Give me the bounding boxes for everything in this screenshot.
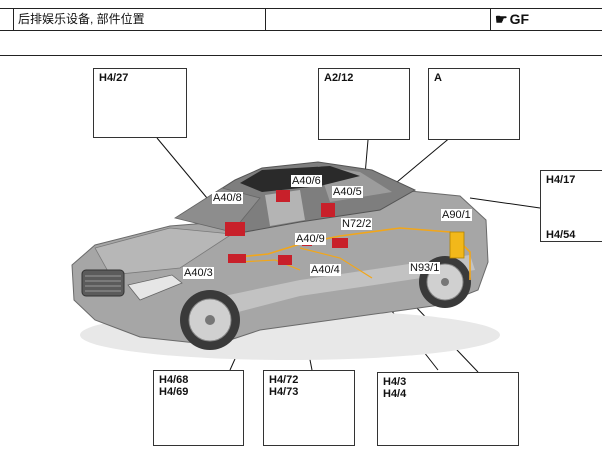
- callout-a40-4: A40/4: [310, 264, 341, 276]
- detail-box-a2-12: A2/12: [318, 68, 410, 140]
- page-title: 后排娱乐设备, 部件位置: [13, 9, 265, 30]
- detail-box-h4-68-h4-69: H4/68 H4/69: [153, 370, 244, 446]
- detail-label-h4-73: H4/73: [269, 386, 299, 398]
- pointing-hand-icon: ☛: [495, 11, 508, 27]
- callout-a90-1: A90/1: [441, 209, 472, 221]
- detail-label-h4-27: H4/27: [99, 72, 129, 84]
- detail-label-a2-12: A2/12: [324, 72, 354, 84]
- detail-label-a: A: [434, 72, 442, 84]
- detail-label-h4-69: H4/69: [159, 386, 189, 398]
- document-header: 后排娱乐设备, 部件位置 ☛GF: [0, 8, 602, 31]
- detail-box-h4-17-h4-54: H4/17 H4/54: [540, 170, 602, 242]
- callout-a40-8: A40/8: [212, 192, 243, 204]
- callout-n93-1: N93/1: [409, 262, 441, 274]
- detail-label-h4-72: H4/72: [269, 374, 299, 386]
- detail-label-h4-3: H4/3: [383, 376, 407, 388]
- callout-a40-3: A40/3: [183, 267, 214, 279]
- header-blank-cell: [265, 9, 490, 30]
- callout-a40-6: A40/6: [291, 175, 322, 187]
- detail-box-h4-72-h4-73: H4/72 H4/73: [263, 370, 355, 446]
- gf-code: GF: [509, 11, 530, 27]
- header-divider: [0, 55, 602, 56]
- detail-label-h4-17: H4/17: [546, 174, 576, 186]
- detail-label-h4-54: H4/54: [546, 229, 576, 241]
- detail-box-h4-3-h4-4: H4/3 H4/4: [377, 372, 519, 446]
- callout-a40-9: A40/9: [295, 233, 326, 245]
- car-illustration: [71, 161, 500, 360]
- callout-a40-5: A40/5: [332, 186, 363, 198]
- detail-box-a: A: [428, 68, 520, 140]
- detail-label-h4-4: H4/4: [383, 388, 407, 400]
- gf-reference[interactable]: ☛GF: [490, 9, 602, 30]
- callout-n72-2: N72/2: [341, 218, 373, 230]
- detail-label-h4-68: H4/68: [159, 374, 189, 386]
- detail-box-h4-27: H4/27: [93, 68, 187, 138]
